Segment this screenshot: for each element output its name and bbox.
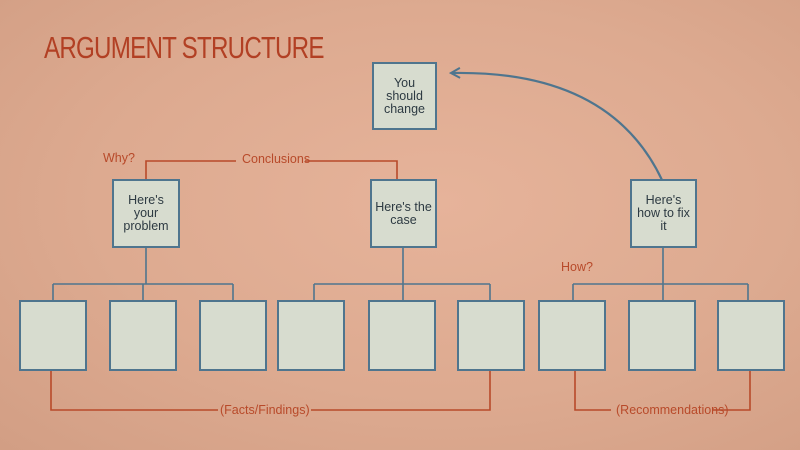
node-text: Here's the case	[375, 199, 432, 227]
node-you-should-change: You should change	[372, 62, 437, 130]
node-heres-how-to-fix-it: Here's how to fix it	[630, 179, 697, 248]
recommendations-label: (Recommendations)	[616, 403, 729, 417]
recommendations-bracket	[574, 371, 751, 411]
node-text: Here's how to fix it	[637, 193, 690, 233]
empty-box	[628, 300, 696, 371]
empty-box	[717, 300, 785, 371]
facts-findings-label: (Facts/Findings)	[220, 403, 310, 417]
empty-box	[538, 300, 606, 371]
why-label: Why?	[103, 151, 135, 165]
slide-title: ARGUMENT STRUCTURE	[44, 30, 324, 65]
empty-box	[199, 300, 267, 371]
how-label: How?	[561, 260, 593, 274]
conclusions-bracket	[145, 160, 398, 179]
empty-box	[457, 300, 525, 371]
curved-arrow	[452, 73, 663, 181]
facts-bracket	[50, 371, 491, 411]
tree-connectors	[52, 248, 749, 300]
node-text: You should change	[383, 75, 425, 116]
node-heres-your-problem: Here's your problem	[112, 179, 180, 248]
node-text: Here's your problem	[123, 193, 169, 233]
empty-box	[277, 300, 345, 371]
empty-box	[368, 300, 436, 371]
empty-box	[19, 300, 87, 371]
conclusions-label: Conclusions	[242, 152, 311, 166]
empty-box	[109, 300, 177, 371]
node-heres-the-case: Here's the case	[370, 179, 437, 248]
